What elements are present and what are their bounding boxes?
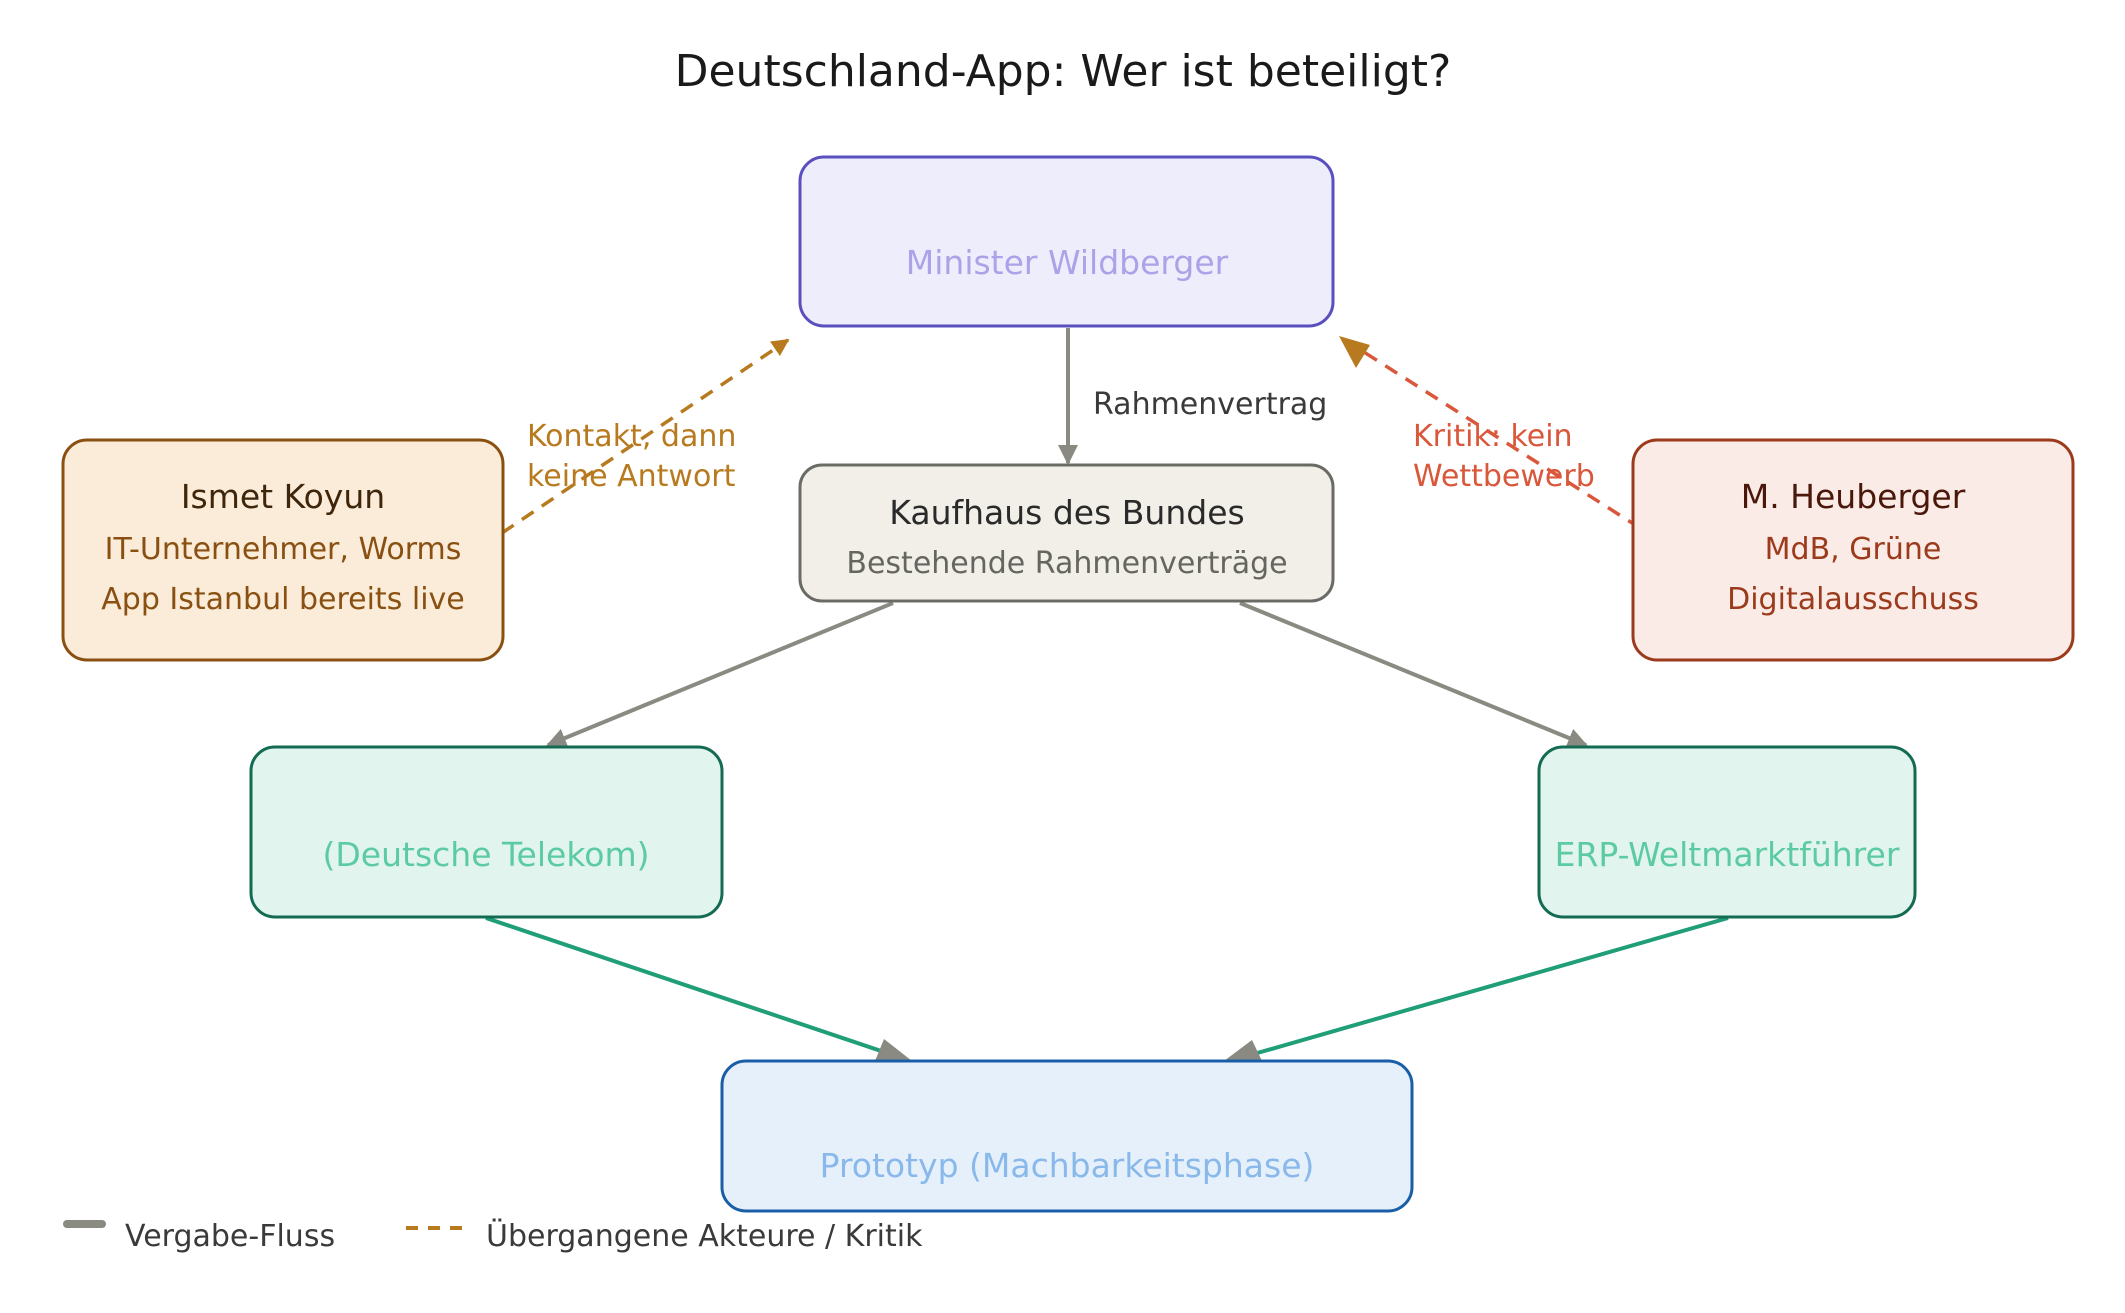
heuberger-line1: MdB, Grüne <box>1765 532 1942 567</box>
telekom-label: (Deutsche Telekom) <box>323 835 650 874</box>
legend: Vergabe-Fluss Übergangene Akteure / Krit… <box>63 1218 923 1254</box>
node-erp[interactable]: ERP-Weltmarktführer <box>1537 745 1917 919</box>
edge-kaufhaus-telekom <box>546 601 894 748</box>
node-minister[interactable]: Minister Wildberger <box>798 155 1335 328</box>
edge-koyun-minister <box>501 338 790 535</box>
diagram-title: Deutschland-App: Wer ist beteiligt? <box>675 46 1452 97</box>
arrowhead-erp-prototyp <box>1224 1040 1262 1061</box>
arrowhead-telekom-prototyp <box>875 1039 912 1061</box>
node-telekom[interactable]: (Deutsche Telekom) <box>249 745 724 919</box>
edge-label-heuberger-2: Wettbewerb <box>1413 459 1595 494</box>
edge-telekom-prototyp <box>485 916 903 1060</box>
node-koyun[interactable]: Ismet Koyun IT-Unternehmer, Worms App Is… <box>61 438 505 662</box>
kaufhaus-title: Kaufhaus des Bundes <box>889 493 1244 532</box>
edge-label-koyun-2: keine Antwort <box>527 459 736 494</box>
edges <box>485 328 1729 1061</box>
legend-solid-label: Vergabe-Fluss <box>125 1219 335 1254</box>
node-heuberger[interactable]: M. Heuberger MdB, Grüne Digitalausschuss <box>1631 438 2075 662</box>
edge-label-heuberger-1: Kritik: kein <box>1413 419 1573 454</box>
erp-label: ERP-Weltmarktführer <box>1555 835 1900 874</box>
heuberger-line2: Digitalausschuss <box>1727 582 1979 617</box>
heuberger-title: M. Heuberger <box>1741 477 1966 516</box>
edge-erp-prototyp <box>1239 916 1729 1060</box>
node-kaufhaus[interactable]: Kaufhaus des Bundes Bestehende Rahmenver… <box>798 463 1335 603</box>
edge-label-koyun-1: Kontakt, dann <box>527 419 736 454</box>
node-prototyp[interactable]: Prototyp (Machbarkeitsphase) <box>720 1059 1414 1213</box>
prototyp-label: Prototyp (Machbarkeitsphase) <box>820 1146 1315 1185</box>
koyun-line2: App Istanbul bereits live <box>101 582 465 617</box>
koyun-line1: IT-Unternehmer, Worms <box>105 532 462 567</box>
minister-label: Minister Wildberger <box>906 243 1229 282</box>
kaufhaus-subtitle: Bestehende Rahmenverträge <box>846 546 1287 581</box>
legend-dashed-label: Übergangene Akteure / Kritik <box>486 1218 923 1254</box>
arrowhead-heuberger-minister <box>1339 336 1370 368</box>
edge-label-rahmenvertrag: Rahmenvertrag <box>1093 387 1327 422</box>
edge-heuberger-minister <box>1344 338 1641 530</box>
edge-kaufhaus-erp <box>1239 601 1588 748</box>
koyun-title: Ismet Koyun <box>181 477 385 516</box>
